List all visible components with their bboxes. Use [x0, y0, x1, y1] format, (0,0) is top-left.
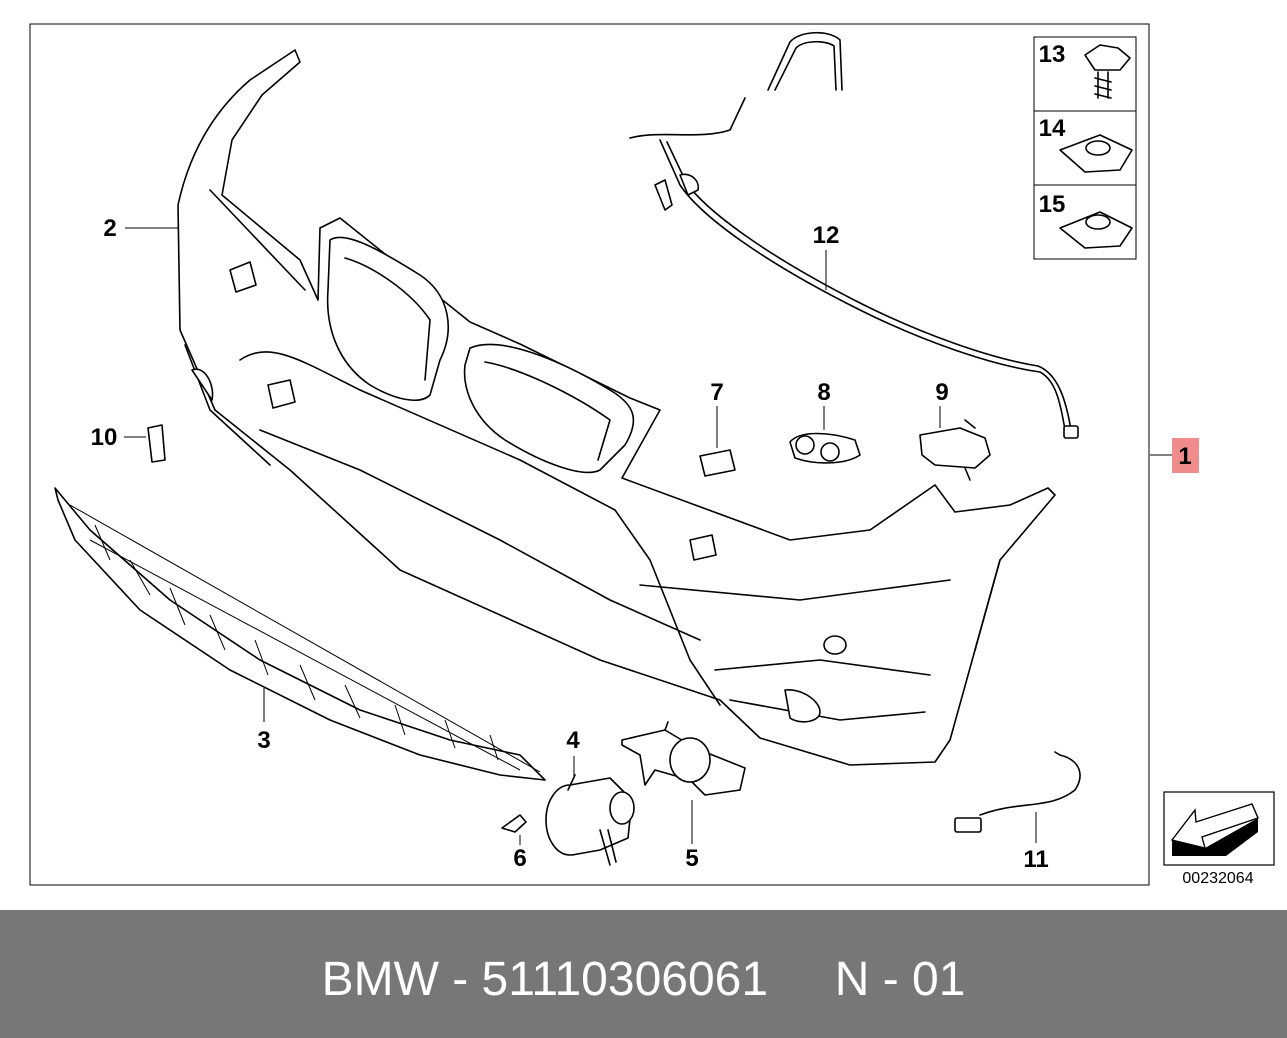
callout-1: 1 [1178, 443, 1191, 470]
callout-13: 13 [1039, 41, 1066, 68]
callout-9: 9 [935, 379, 948, 406]
fog-light-drawing [545, 774, 635, 866]
footer-bar: BMW - 51110306061 N - 01 [0, 910, 1287, 1038]
callout-14: 14 [1039, 115, 1066, 142]
wiring-harness-drawing [629, 31, 1079, 439]
callout-7: 7 [710, 379, 723, 406]
diagram-frame [29, 23, 1150, 886]
cover-plug-drawing [699, 449, 736, 477]
callout-3: 3 [257, 727, 270, 754]
callout-10: 10 [91, 424, 118, 451]
part-number-caption: BMW - 51110306061 N - 01 [321, 953, 966, 1006]
callout-4: 4 [566, 727, 580, 754]
leader-lines [124, 227, 1172, 845]
cable-drawing [954, 751, 1081, 833]
callout-5: 5 [685, 845, 698, 872]
sensor-holder-drawing [789, 432, 861, 464]
callout-12: 12 [813, 222, 840, 249]
bumper-cover-drawing [170, 49, 1056, 766]
lower-grille-drawing [54, 487, 546, 781]
callout-1-highlight [1172, 438, 1199, 473]
callout-8: 8 [817, 379, 830, 406]
orientation-arrow-box [1163, 791, 1275, 866]
callout-11: 11 [1023, 846, 1048, 873]
trim-piece-drawing [501, 814, 527, 833]
diagram-id: 00232064 [1182, 870, 1254, 887]
parts-diagram: 1 2 3 4 5 6 7 8 9 10 11 12 13 14 15 [29, 23, 1275, 886]
park-sensor-drawing [919, 419, 991, 481]
clip-drawing [147, 424, 166, 463]
fastener-inset [1033, 36, 1137, 260]
fog-light-bracket-drawing [621, 721, 746, 796]
callout-2: 2 [103, 215, 116, 242]
callout-15: 15 [1039, 191, 1066, 218]
callout-6: 6 [513, 845, 526, 872]
